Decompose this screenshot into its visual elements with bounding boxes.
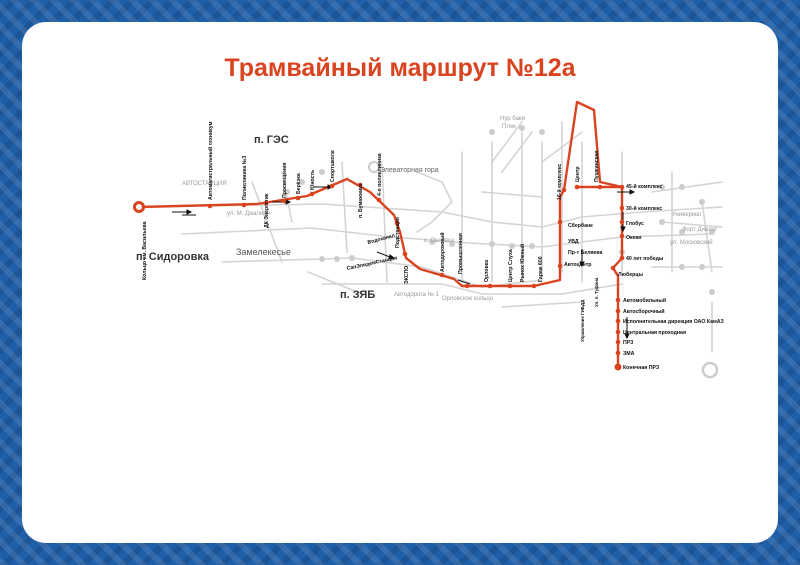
- stop-dot: [376, 197, 382, 203]
- stop-dot: [574, 184, 580, 190]
- stop-dot: [597, 184, 603, 190]
- stop-label-tufana: Ул. Х. Туфана: [594, 277, 599, 307]
- stop-dot: [619, 255, 625, 261]
- label-avtostantsiya: АВТОСТАНЦИЯ: [182, 181, 227, 187]
- stop-label-promyshlennaya: Промышленная: [458, 233, 464, 274]
- stop-label-avtomagistralny: Автомагистральный техникум: [207, 121, 214, 200]
- stop-label-rynok-yuzhny: Рынок Южный: [519, 244, 526, 282]
- stop-dot: [207, 203, 213, 209]
- background-loop-icon: [701, 361, 719, 379]
- label-plek: Плек: [502, 124, 516, 130]
- stop-dot: [619, 205, 625, 211]
- stop-label-avtodorozhny: Автодорожный: [439, 232, 446, 272]
- route-line: [138, 100, 624, 367]
- terminal-end-icon: [614, 363, 622, 371]
- stop-label-sberbank: Сбербанк: [568, 222, 593, 229]
- label-univermag: Универмаг: [672, 212, 702, 218]
- background-loop-icon: [368, 161, 380, 173]
- stop-label-poliklinika3: Поликлиника №3: [242, 156, 248, 200]
- map-card: Трамвайный маршрут №12а: [22, 22, 778, 543]
- label-fort-dialog: Форт Диалог: [682, 227, 718, 233]
- stop-label-avtotsentr: Автоцентр: [564, 262, 591, 268]
- stop-dot: [263, 200, 269, 206]
- stop-label-gibdd: Управление ГИБДД: [580, 299, 585, 342]
- stop-label-lyubertsy: Люберцы: [618, 271, 643, 278]
- stop-dot: [329, 183, 335, 189]
- stop-dot: [487, 283, 493, 289]
- stop-dot: [615, 318, 621, 324]
- stop-label-prz: ПРЗ: [623, 340, 634, 346]
- page-title: Трамвайный маршрут №12а: [224, 54, 576, 82]
- stop-label-40-let-pobedy: 40 лет победы: [626, 255, 664, 262]
- stop-dot: [557, 263, 563, 269]
- label-orlovskoe-koltso: Орловское кольцо: [442, 296, 494, 302]
- stop-label-kompleks30: 30-й комплекс: [626, 205, 662, 212]
- stops: [133, 182, 625, 371]
- stop-label-avtomobilny: Автомобильный: [623, 297, 666, 304]
- stop-dot: [295, 195, 301, 201]
- stop-label-prosveshcheniya: Просвещения: [282, 163, 288, 199]
- stop-label-tsentr: Центр: [575, 166, 581, 182]
- stop-dot: [619, 184, 625, 190]
- stop-label-pr-belyaeva: Пр-т Беляева: [568, 250, 603, 256]
- stop-label-pushkinskaya: Пушкинская: [594, 151, 600, 182]
- stop-dot: [557, 219, 563, 225]
- stop-label-4-poliklinika: 4-я поликлиника: [377, 153, 383, 196]
- stop-dot: [610, 265, 616, 271]
- stop-dot: [241, 202, 247, 208]
- stop-label-ispolnitelnaya: Исполнительная дирекция ОАО КамАЗ: [623, 319, 725, 325]
- label-nur-baki: Нур баки: [500, 116, 525, 122]
- stop-dot: [615, 350, 621, 356]
- label-ul-dzhalil: ул. М. Джалиля: [227, 211, 270, 217]
- stop-dot: [357, 182, 363, 188]
- stop-label-globus: Глобус: [626, 220, 644, 227]
- stop-label-okean: Океан: [626, 235, 642, 241]
- stop-label-dk-energetik: ДК Энергетик: [264, 193, 270, 228]
- stop-dot: [615, 329, 621, 335]
- label-avtodoroga: Автодорога № 1: [394, 291, 440, 298]
- stop-dot: [402, 251, 408, 257]
- stop-dot: [615, 297, 621, 303]
- stop-dot: [531, 283, 537, 289]
- background-stops: [284, 125, 715, 295]
- district-sidorovka: п. Сидоровка: [136, 251, 210, 263]
- stop-label-garazh600: Гараж 600: [538, 256, 544, 282]
- label-s-orlovka: с. Орловка: [424, 238, 455, 244]
- stop-label-zma: ЗМА: [623, 351, 635, 357]
- stop-dot: [281, 198, 287, 204]
- district-ges: п. ГЭС: [254, 134, 289, 146]
- stop-label-vasilyeva: Кольцо им. Васильева: [142, 221, 148, 280]
- stop-label-yunost: Юность: [310, 170, 316, 190]
- route-map: АВТОСТАНЦИЯ ул. М. Джалиля с. Орловка Ор…: [133, 100, 725, 379]
- stop-label-kompleks16: 16-й комплекс: [556, 164, 563, 200]
- stop-label-tsentralnaya: Центральная проходная: [623, 330, 686, 336]
- stop-dot: [309, 191, 315, 197]
- stop-dot: [615, 308, 621, 314]
- district-zyab: п. ЗЯБ: [340, 289, 375, 301]
- district-zamelekesye: Замелекесье: [236, 247, 291, 257]
- stop-label-kompleks45: 45-й комплекс: [626, 183, 662, 190]
- stop-dot: [507, 283, 513, 289]
- stop-dot: [619, 233, 625, 239]
- terminal-start-icon: [133, 201, 145, 213]
- stop-label-berezka: Берёзка: [296, 173, 302, 194]
- stop-label-avtosborochny: Автосборочный: [623, 308, 665, 315]
- stop-dot: [615, 339, 621, 345]
- stop-label-ekspo: ЭКСПО: [404, 266, 410, 284]
- label-ul-moskovsky: ул. Московский: [670, 239, 713, 246]
- stop-label-orlovka: Орловка: [484, 260, 490, 282]
- stop-label-sport-shkola: Спортшкола: [330, 150, 336, 182]
- district-elevator-gora: Элеваторная гора: [380, 167, 439, 174]
- stop-label-uvd: УВД: [568, 239, 579, 245]
- stop-label-konechnaya-prz: Конечная ПРЗ: [623, 365, 660, 371]
- stop-label-bumazhnika: п. Бумажника: [358, 183, 364, 218]
- stop-dot: [394, 220, 400, 226]
- stop-dot: [619, 219, 625, 225]
- stop-dot: [561, 187, 567, 193]
- stop-dot: [439, 272, 445, 278]
- stop-dot: [464, 283, 470, 289]
- stop-label-podstantsiya: Подстанция: [395, 217, 401, 248]
- stop-label-tsentr-sluha: Центр Слуха: [508, 249, 514, 282]
